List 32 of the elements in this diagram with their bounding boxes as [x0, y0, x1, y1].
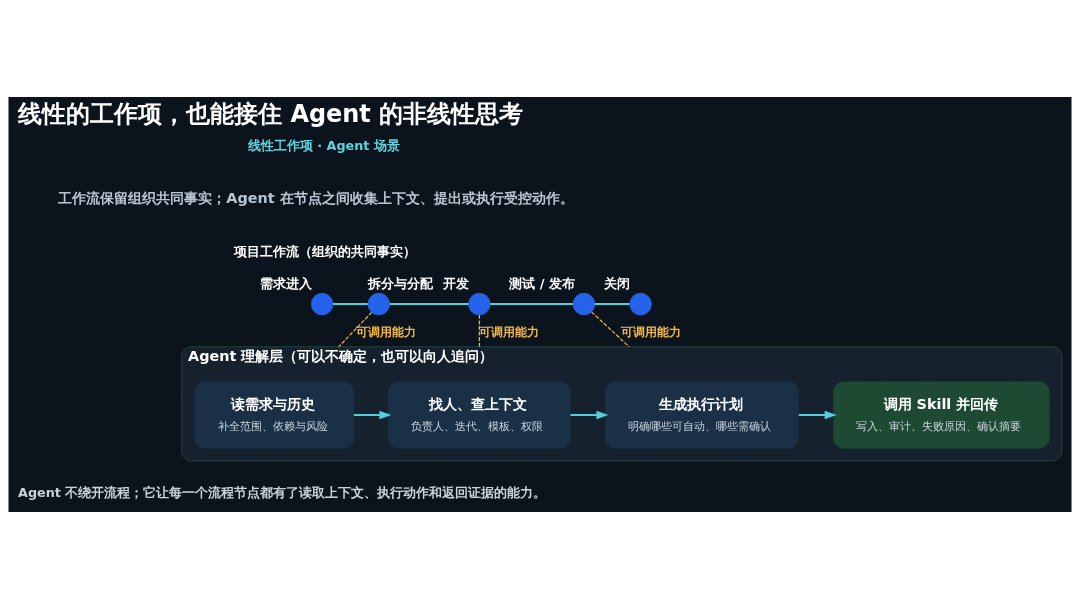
node-circle: [468, 292, 491, 315]
node-label: 需求进入: [260, 275, 313, 291]
label: 线性工作项 · Agent 场景: [247, 137, 400, 153]
node-label: 关闭: [604, 275, 631, 291]
node-label: 测试 / 发布: [509, 275, 575, 291]
arrow: [352, 410, 392, 419]
node-box: 生成执行计划 明确哪些可自动、哪些需确认: [605, 381, 799, 449]
node-box: 读需求与历史 补全范围、依赖与风险: [194, 381, 355, 449]
caption: Agent 不绕开流程；它让每一个流程节点都有了读取上下文、执行动作和返回证据的能力。: [18, 484, 547, 500]
node-label: 拆分与分配: [368, 275, 434, 291]
label: 项目工作流（组织的共同事实）: [233, 243, 416, 259]
edge-label: 可调用能力: [356, 324, 417, 339]
arrow: [569, 410, 609, 419]
node-label: 开发: [443, 275, 470, 291]
edge-label: 可调用能力: [479, 324, 540, 339]
node-circle: [572, 292, 596, 315]
connector: [591, 310, 630, 347]
edge-label: 可调用能力: [621, 324, 682, 339]
connector: [489, 302, 574, 305]
node-circle: [310, 292, 334, 315]
connector: [388, 302, 470, 305]
label: 工作流保留组织共同事实；Agent 在节点之间收集上下文、提出或执行受控动作。: [58, 189, 574, 206]
connector: [478, 313, 480, 347]
node-box: 调用 Skill 并回传 写入、审计、失败原因、确认摘要: [833, 381, 1050, 449]
diagram-title: 线性的工作项，也能接住 Agent 的非线性思考: [18, 99, 524, 128]
node-circle: [367, 292, 390, 315]
connector: [338, 311, 373, 347]
node-circle: [629, 292, 652, 315]
arrow: [797, 410, 837, 419]
connector: [331, 302, 369, 305]
node-box: 找人、查上下文 负责人、迭代、模板、权限: [387, 381, 571, 449]
connector: [593, 302, 631, 305]
